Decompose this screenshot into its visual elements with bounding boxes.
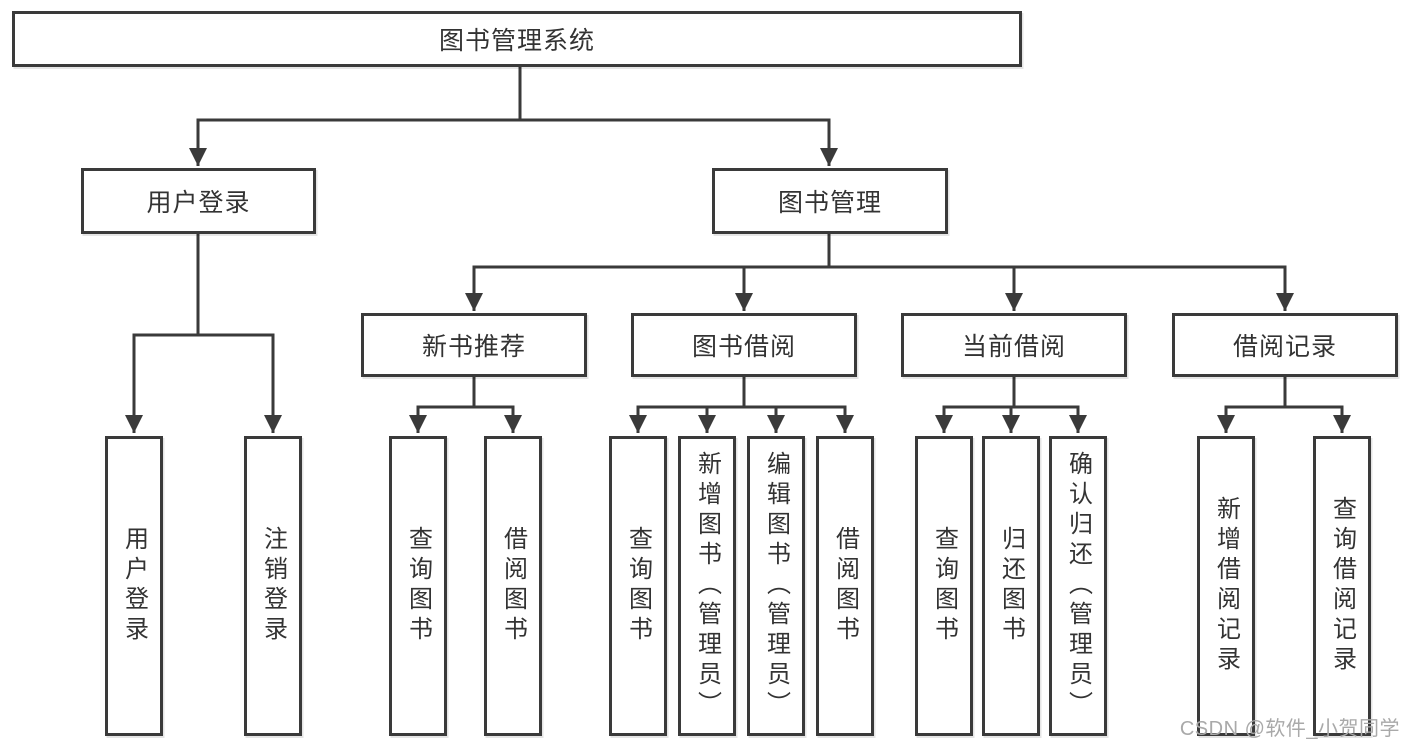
csdn-watermark: CSDN @软件_小贺同学	[1179, 718, 1400, 740]
node-new-book-recommend: 新书推荐	[361, 313, 587, 377]
leaf-borrow-books-recommend: 借阅图书	[484, 436, 542, 736]
leaf-user-login: 用户登录	[105, 436, 163, 736]
leaf-query-books-current: 查询图书	[915, 436, 973, 736]
node-current-borrow: 当前借阅	[901, 313, 1127, 377]
leaf-query-borrow-record: 查询借阅记录	[1313, 436, 1371, 736]
leaf-edit-book-admin: 编辑图书（管理员）	[747, 436, 805, 736]
leaf-query-books-borrow: 查询图书	[609, 436, 667, 736]
node-book-borrow: 图书借阅	[631, 313, 857, 377]
node-book-management-branch: 图书管理	[712, 168, 948, 234]
node-book-management-system: 图书管理系统	[12, 11, 1022, 67]
leaf-return-book: 归还图书	[982, 436, 1040, 736]
leaf-add-borrow-record: 新增借阅记录	[1197, 436, 1255, 736]
node-user-login-branch: 用户登录	[81, 168, 316, 234]
leaf-confirm-return-admin: 确认归还（管理员）	[1049, 436, 1107, 736]
leaf-borrow-books: 借阅图书	[816, 436, 874, 736]
leaf-query-books-recommend: 查询图书	[389, 436, 447, 736]
leaf-add-book-admin: 新增图书（管理员）	[678, 436, 736, 736]
leaf-logout: 注销登录	[244, 436, 302, 736]
node-borrow-records: 借阅记录	[1172, 313, 1398, 377]
